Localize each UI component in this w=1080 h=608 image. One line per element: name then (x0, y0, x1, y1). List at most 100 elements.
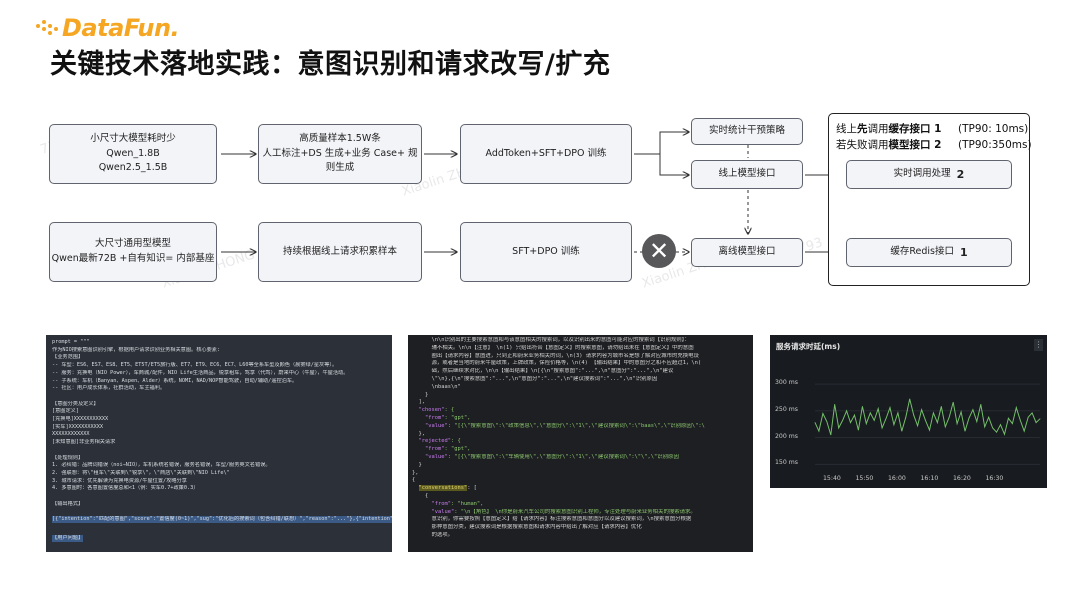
latency-point (940, 406, 942, 407)
small-model-box: 小尺寸大模型耗时少 Qwen_1.8B Qwen2.5_1.5B (49, 124, 217, 184)
accumulate-label: 持续根据线上请求积累样本 (282, 245, 397, 257)
json-line: "value": "\n【角色】 \n你是蔚来汽车公司的搜索意图识别工程师，专注… (431, 508, 696, 515)
latency-point (992, 427, 994, 429)
prompt-line: 2. 强联想：将\"租车\"关联到\"锐享\"，\"商店\"关联到\"NIO L… (52, 469, 230, 476)
latency-point (1011, 423, 1013, 425)
latency-point (948, 416, 950, 418)
train-bottom-box: SFT+DPO 训练 (460, 222, 632, 282)
json-line: 辅不相关。\n\n【注意】 \n(1) 只给出符合【意图定义】的搜索意图，请勿给… (412, 344, 694, 351)
x-tick-label: 16:20 (953, 475, 971, 482)
prompt-line: 【意图分类及定义】 (52, 400, 99, 407)
prompt-line: prompt = """ (52, 339, 90, 345)
latency-point (893, 424, 895, 426)
json-line: "value": "[{\"搜索意图\":\"政策信息\",\"意图分\":\"… (424, 422, 705, 429)
latency-point (933, 412, 934, 414)
arrow-train-to-realtime-stats (634, 132, 689, 155)
note-model-api: 模型接口 2 (888, 139, 942, 151)
latency-point (1008, 417, 1009, 419)
small-model-title: 小尺寸大模型耗时少 (90, 132, 176, 144)
latency-point (1027, 416, 1029, 418)
latency-point (1031, 412, 1033, 414)
latency-point (873, 420, 875, 421)
big-model-title: 大尺寸通用型模型 (94, 238, 171, 250)
latency-point (814, 422, 816, 423)
x-tick-label: 15:40 (823, 475, 841, 482)
strategy-note-line1: 线上先调用缓存接口 1 (836, 122, 941, 137)
prompt-line: [未知意图]非业务相关请求 (52, 439, 116, 446)
json-line: 那种意图分类，建议搜索词是根据搜索意图和请求内容中给出了解对应【请求内容】优化 (412, 524, 642, 531)
small-model-name-2: Qwen2.5_1.5B (98, 162, 168, 174)
latency-point (925, 420, 926, 421)
train-top-label: AddToken+SFT+DPO 训练 (485, 147, 607, 159)
json-line: }, (412, 430, 425, 437)
realtime-process-num: 2 (956, 167, 965, 181)
latency-point (917, 425, 919, 427)
strategy-note-line2: 若失败调用模型接口 2 (836, 138, 941, 153)
prompt-line: -- 服务：充换电（NIO Power），车商城/配件，NIO Life生活商品… (52, 369, 349, 376)
training-data-screenshot: \n\n识别出的主要搜索意图和与该意图相关的搜索词，以及识别出来的意图可能对应的… (408, 335, 753, 552)
prompt-line: -- 车型：ES6、ES7、ES8、ET5、ET5T/ET5旅行版、ET7、ET… (52, 362, 338, 369)
prompt-line: 【用户问题】 (52, 534, 84, 543)
prompt-line: [实车]XXXXXXXXXXX (52, 423, 103, 430)
latency-point (834, 403, 836, 405)
latency-point (850, 422, 851, 423)
redis-label: 缓存Redis接口 (890, 246, 954, 258)
latency-point (818, 430, 820, 432)
latency-point (980, 403, 982, 405)
latency-point (956, 423, 958, 425)
x-tick-label: 15:50 (855, 475, 874, 482)
json-line: \"\n},{\n"搜索意图":"...",\n"意图分":"...",\n"建… (412, 375, 658, 382)
latency-point (964, 430, 966, 432)
prompt-line: 【输出格式】 (52, 500, 84, 507)
latency-point (921, 409, 922, 411)
online-api-box: 线上模型接口 (691, 160, 803, 189)
latency-point (913, 414, 915, 416)
x-tick-label: 16:30 (985, 475, 1004, 482)
latency-point (842, 420, 844, 421)
latency-point (1039, 418, 1041, 420)
json-line: "chosen": { (418, 407, 455, 414)
x-tick-label: 16:00 (888, 475, 906, 482)
latency-point (1000, 424, 1001, 426)
latency-point (889, 407, 891, 408)
json-line: "rejected": { (418, 438, 461, 445)
latency-point (976, 421, 978, 422)
latency-point (905, 416, 907, 418)
latency-point (861, 406, 863, 407)
accumulate-box: 持续根据线上请求积累样本 (258, 222, 422, 282)
note-fallback: 若失败调用 (836, 139, 889, 151)
more-vertical-icon[interactable]: ⋮ (1034, 339, 1043, 351)
json-line: 圈出【请求内容】意图进，只到正和蔚来业务相关的词，\n(3) 请求内容为城市名是… (412, 352, 699, 359)
latency-point (846, 410, 847, 412)
json-line: "value": "[{\"搜索意图\":\"车辆使用\",\"意图分\":\"… (424, 453, 679, 460)
latency-point (826, 421, 828, 422)
datafun-logo: DataFun. (36, 14, 180, 42)
y-tick-label: 200 ms (775, 432, 799, 440)
latency-point (952, 401, 954, 403)
prompt-line: 1. 必纠错：品牌词错误（noi→NIO），车机系统名错误，服务名错误，车型/服… (52, 462, 271, 469)
latency-point (988, 416, 990, 418)
big-model-box: 大尺寸通用型模型 Qwen最新72B +自有知识= 内部基座 (49, 222, 217, 282)
realtime-stats-box: 实时统计干预策略 (691, 118, 803, 145)
arrow-train-to-online (659, 154, 689, 175)
prompt-line: [意图定义] (52, 408, 79, 415)
json-line: 的选项。 (412, 531, 454, 538)
y-tick-label: 150 ms (775, 459, 799, 467)
prompt-line (52, 393, 386, 401)
json-line: 础，然后继续求对比，\n\n【输出结果】\n[{\n"搜索意图":"...",\… (412, 368, 674, 375)
samples-count: 高质量样本1.5W条 (299, 132, 381, 144)
json-line: { (412, 477, 416, 484)
redis-num: 1 (959, 245, 968, 259)
strategy-note-tp1: (TP90: 10ms) (958, 123, 1029, 135)
latency-point (885, 417, 887, 419)
prompt-line: 4. 多意图时：各意图置信度总和<1（例：实车0.7+政策0.3） (52, 485, 199, 492)
latency-point (877, 408, 879, 410)
offline-api-box: 离线模型接口 (691, 238, 803, 267)
json-line: } (412, 461, 422, 468)
json-line: { (412, 492, 429, 499)
latency-point (972, 409, 974, 411)
prompt-line: 作为NIO搜索意图识别引擎，根据用户请求识别业务相关意图。核心要素: (52, 346, 221, 353)
json-line: "from": "gpt", (424, 446, 471, 453)
prompt-line: -- 社区：用户成长体系，社群活动，车主福利。 (52, 385, 166, 392)
